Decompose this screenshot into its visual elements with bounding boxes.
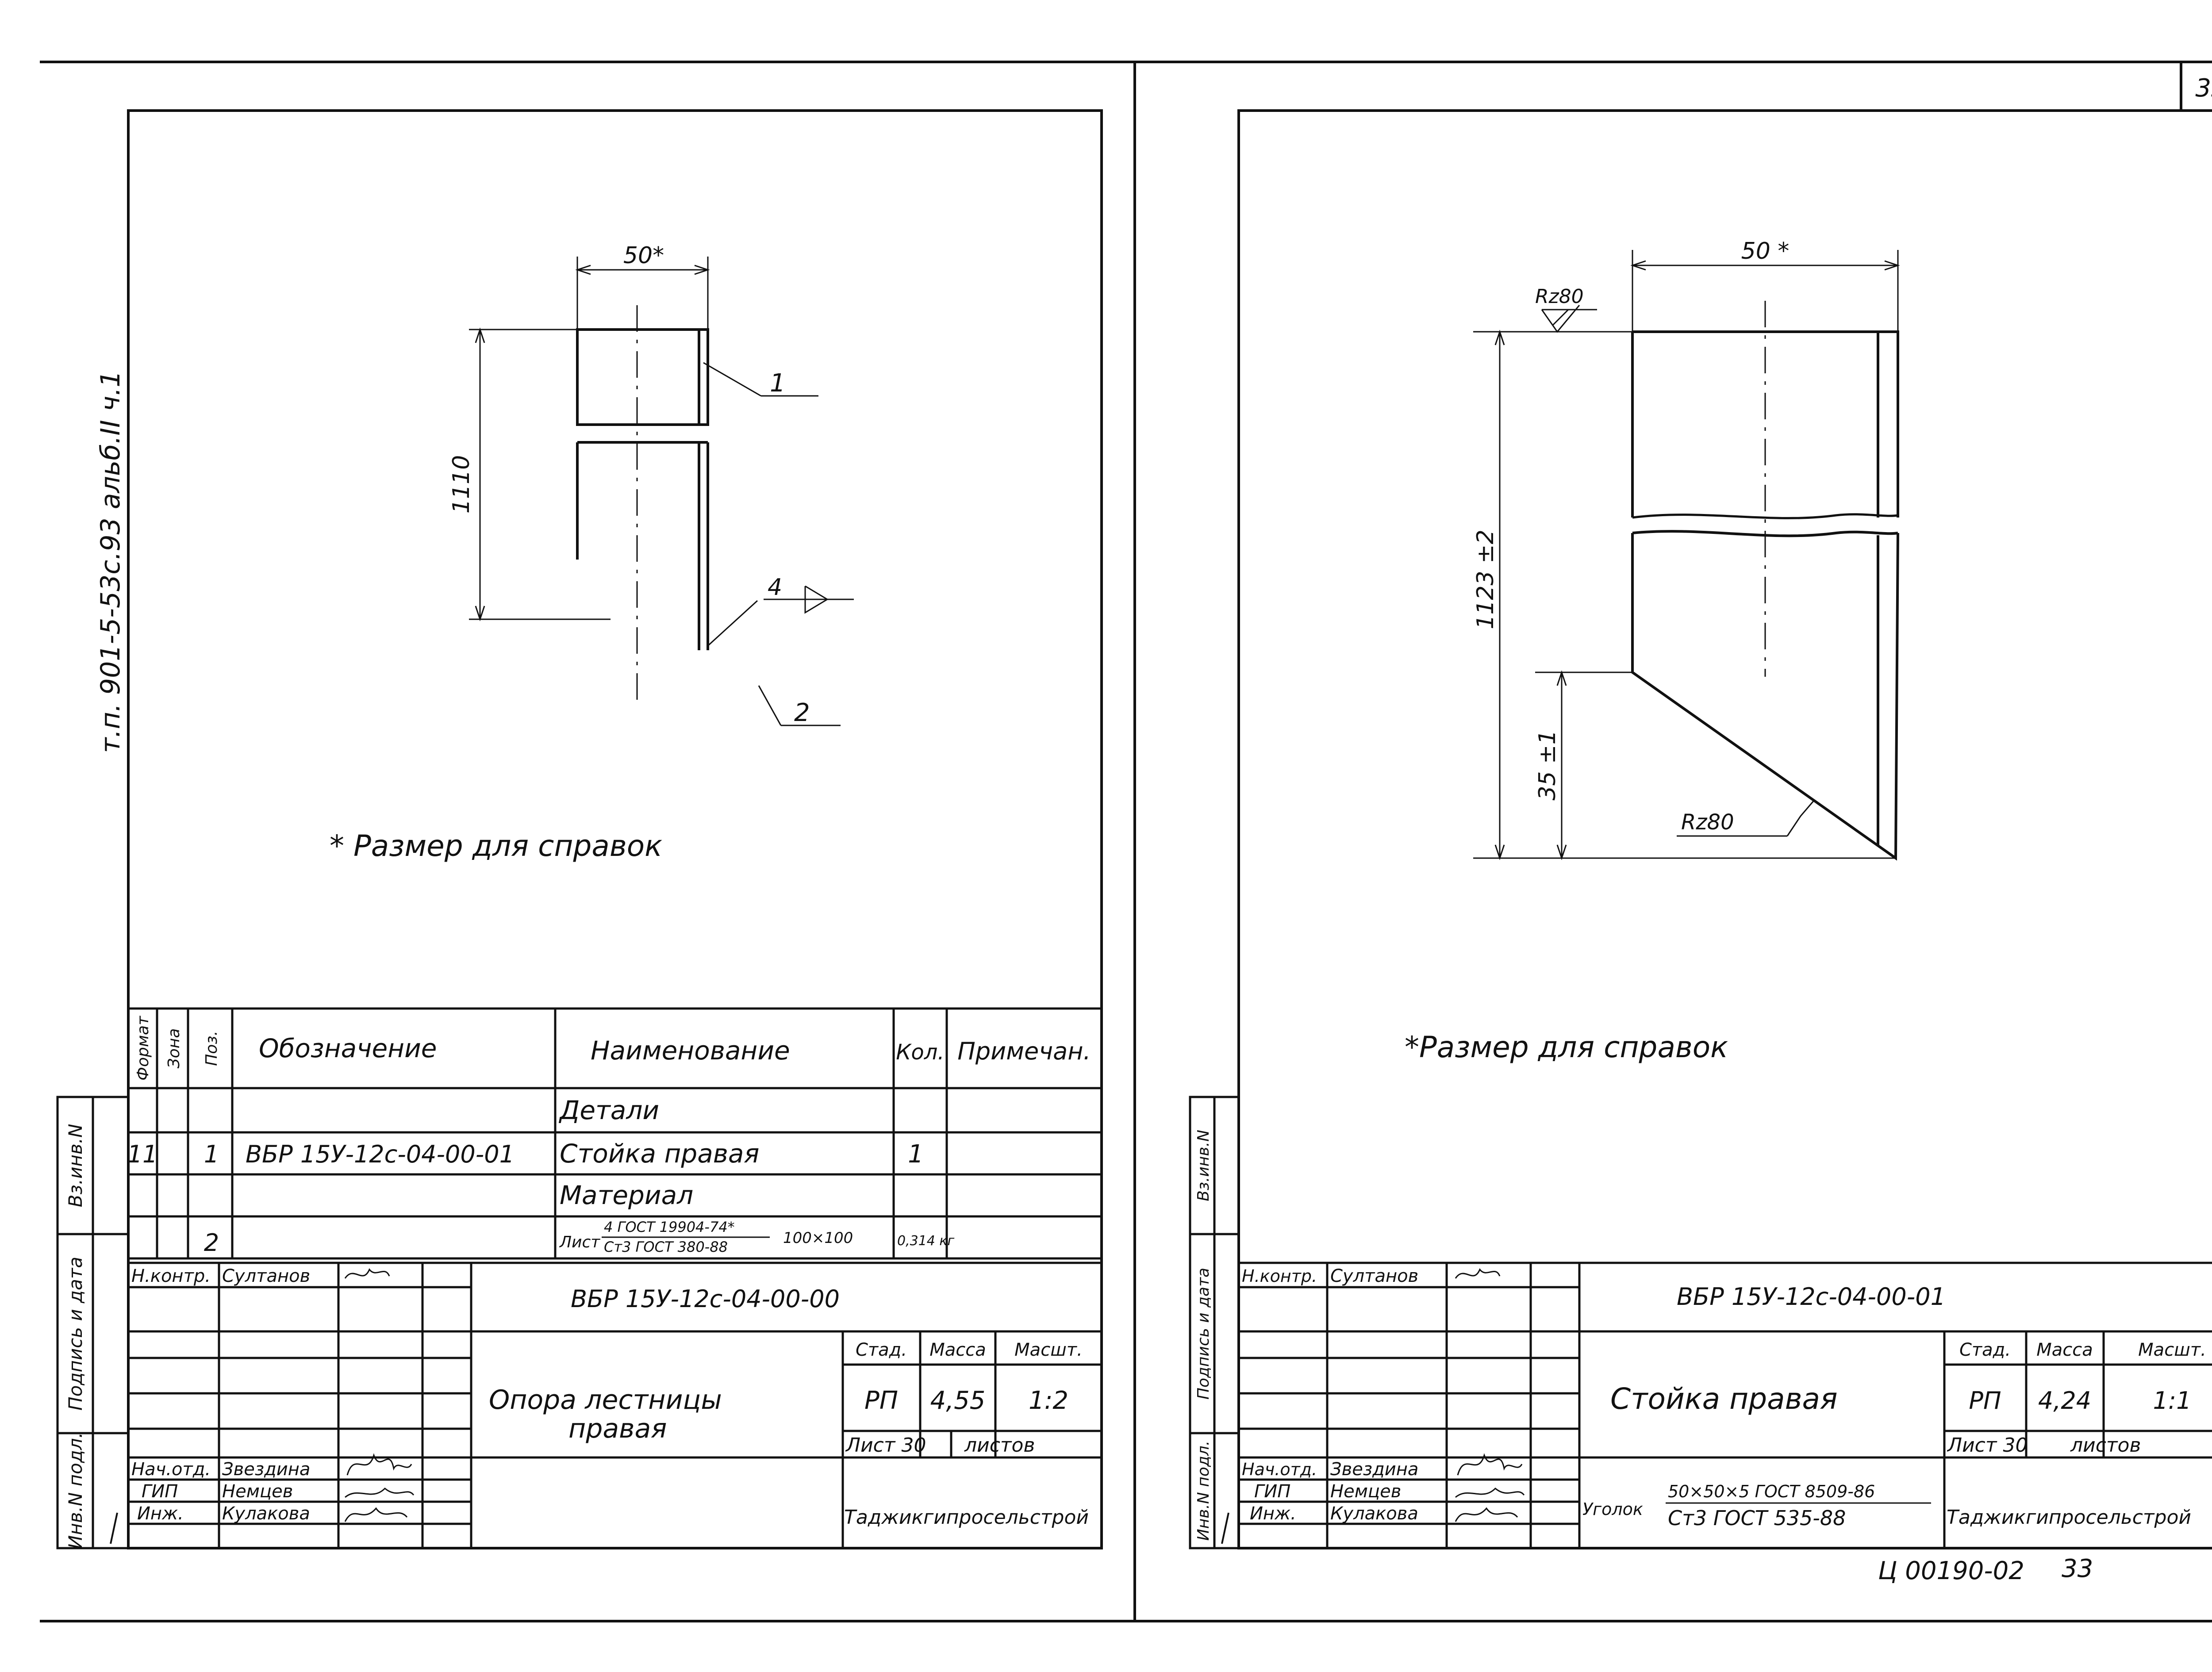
spec-row-3-name-suffix: 100×100 xyxy=(783,1229,853,1247)
right-roughness-top: Rz80 xyxy=(1535,285,1584,308)
left-tb-organization: Таджикгипросельстрой xyxy=(844,1506,1089,1529)
left-tb-stage: РП xyxy=(864,1386,898,1415)
spec-header-note: Примечан. xyxy=(957,1037,1091,1065)
left-tb-title-line1: Опора лестницы xyxy=(489,1384,722,1415)
right-side-label-inv: Инв.N подл. xyxy=(1194,1441,1213,1541)
spec-row-3-qty: 0,314 кг xyxy=(897,1233,955,1249)
spec-row-1-pos: 1 xyxy=(204,1140,219,1168)
spec-row-1-format: 11 xyxy=(127,1140,158,1168)
right-dim-bevel: 35 ±1 xyxy=(1534,730,1561,800)
right-tb-role-2: ГИП xyxy=(1254,1481,1290,1502)
left-callout-2: 2 xyxy=(794,698,810,727)
left-callout-1: 1 xyxy=(770,369,786,398)
right-tb-material-top: 50×50×5 ГОСТ 8509-86 xyxy=(1668,1482,1875,1501)
left-side-label-inv: Инв.N подл. xyxy=(65,1432,86,1549)
right-tb-organization: Таджикгипросельстрой xyxy=(1947,1506,2191,1529)
right-tb-stage-header: Стад. xyxy=(1959,1340,2011,1360)
left-tb-role-1: Нач.отд. xyxy=(131,1459,211,1480)
right-tb-name-2: Немцев xyxy=(1330,1481,1401,1502)
spec-header-name: Наименование xyxy=(591,1035,790,1066)
right-tb-title: Стойка правая xyxy=(1610,1382,1838,1416)
left-tb-stage-header: Стад. xyxy=(856,1340,907,1360)
right-tb-role-0: Н.контр. xyxy=(1242,1266,1317,1286)
right-tb-scale-header: Масшт. xyxy=(2138,1340,2206,1360)
right-tb-stage: РП xyxy=(1969,1387,2001,1415)
left-title-block-grid xyxy=(128,1262,1102,1548)
left-tb-name-2: Немцев xyxy=(222,1481,293,1502)
left-tb-signatures xyxy=(344,1268,415,1522)
footer-code: Ц 00190-02 xyxy=(1878,1557,2024,1585)
left-tb-mass: 4,55 xyxy=(930,1386,986,1415)
right-tb-name-3: Кулакова xyxy=(1330,1503,1418,1524)
left-tb-scale-header: Масшт. xyxy=(1014,1340,1083,1360)
spec-row-2-name: Материал xyxy=(560,1180,693,1210)
left-part-drawing xyxy=(469,257,854,726)
spec-header-pos: Поз. xyxy=(203,1031,221,1066)
right-tb-sheets-label: листов xyxy=(2070,1434,2141,1457)
spec-row-0-name: Детали xyxy=(558,1095,659,1125)
spec-header-designation: Обозначение xyxy=(259,1033,437,1063)
left-callout-4: 4 xyxy=(768,574,782,601)
spec-header-qty: Кол. xyxy=(896,1040,944,1065)
sheet-frame xyxy=(40,61,2212,1622)
right-tb-doc-code: ВБР 15У-12с-04-00-01 xyxy=(1677,1283,1946,1311)
spec-row-1-designation: ВБР 15У-12с-04-00-01 xyxy=(246,1140,515,1168)
spec-header-zone: Зона xyxy=(165,1028,183,1069)
left-side-stamp-columns xyxy=(56,1096,130,1549)
spec-table-grid xyxy=(128,1007,1102,1260)
sheet-number: 32 xyxy=(2195,74,2212,103)
right-dim-height: 1123 ±2 xyxy=(1472,529,1499,629)
spec-row-1-name: Стойка правая xyxy=(560,1139,759,1169)
right-tb-role-1: Нач.отд. xyxy=(1242,1460,1317,1479)
left-dim-width: 50* xyxy=(623,242,664,269)
left-tb-scale: 1:2 xyxy=(1029,1386,1068,1415)
right-dim-width: 50 * xyxy=(1741,238,1790,265)
spec-row-3-pos: 2 xyxy=(204,1229,219,1257)
left-side-label-vz: Вз.инв.N xyxy=(65,1124,86,1208)
left-tb-role-2: ГИП xyxy=(142,1481,178,1502)
left-side-label-sign: Подпись и дата xyxy=(65,1257,86,1411)
right-roughness-bottom: Rz80 xyxy=(1681,810,1734,835)
left-tb-name-1: Звездина xyxy=(222,1459,310,1480)
right-tb-mass-header: Масса xyxy=(2036,1340,2093,1360)
right-tb-role-3: Инж. xyxy=(1250,1503,1296,1524)
left-tb-role-0: Н.контр. xyxy=(131,1266,211,1286)
left-dim-height: 1110 xyxy=(448,455,475,514)
right-side-label-sign: Подпись и дата xyxy=(1194,1268,1213,1400)
right-tb-material-bottom: Ст3 ГОСТ 535-88 xyxy=(1668,1506,1846,1530)
right-tb-signatures xyxy=(1455,1268,1525,1522)
right-tb-sheet-label: Лист 30 xyxy=(1947,1434,2028,1457)
left-tb-mass-header: Масса xyxy=(929,1340,986,1360)
right-tb-slash xyxy=(1221,1512,1229,1544)
right-side-label-vz: Вз.инв.N xyxy=(1194,1130,1213,1201)
left-tb-name-3: Кулакова xyxy=(222,1503,310,1524)
left-tb-title-line2: правая xyxy=(568,1413,667,1444)
left-tb-slash xyxy=(110,1512,118,1544)
spec-row-3-name-bottom: Ст3 ГОСТ 380-88 xyxy=(604,1239,728,1255)
right-tb-material-prefix: Уголок xyxy=(1582,1499,1643,1519)
right-part-drawing xyxy=(1473,250,1900,861)
spec-row-1-qty: 1 xyxy=(908,1140,924,1169)
right-tb-mass: 4,24 xyxy=(2038,1387,2091,1415)
right-note: *Размер для справок xyxy=(1405,1030,1728,1064)
spec-row-3-name-top: 4 ГОСТ 19904-74* xyxy=(604,1219,735,1235)
right-tb-name-0: Султанов xyxy=(1330,1266,1418,1286)
side-stamp: т.п. 901-5-53с.93 альб.II ч.1 xyxy=(95,371,126,753)
right-side-stamp-columns xyxy=(1189,1096,1240,1549)
left-tb-doc-code: ВБР 15У-12с-04-00-00 xyxy=(571,1285,840,1313)
left-tb-role-3: Инж. xyxy=(137,1503,184,1524)
right-tb-name-1: Звездина xyxy=(1330,1459,1418,1480)
spec-header-format: Формат xyxy=(134,1016,152,1081)
left-tb-name-0: Султанов xyxy=(222,1266,310,1286)
left-tb-sheet-label: Лист 30 xyxy=(845,1434,926,1457)
footer-page: 33 xyxy=(2062,1554,2093,1583)
left-tb-sheets-label: листов xyxy=(964,1434,1035,1457)
right-title-block-grid xyxy=(1239,1262,2212,1548)
spec-row-3-name-prefix: Лист xyxy=(559,1233,600,1251)
right-tb-scale: 1:1 xyxy=(2153,1387,2192,1415)
left-note: * Размер для справок xyxy=(330,829,662,863)
